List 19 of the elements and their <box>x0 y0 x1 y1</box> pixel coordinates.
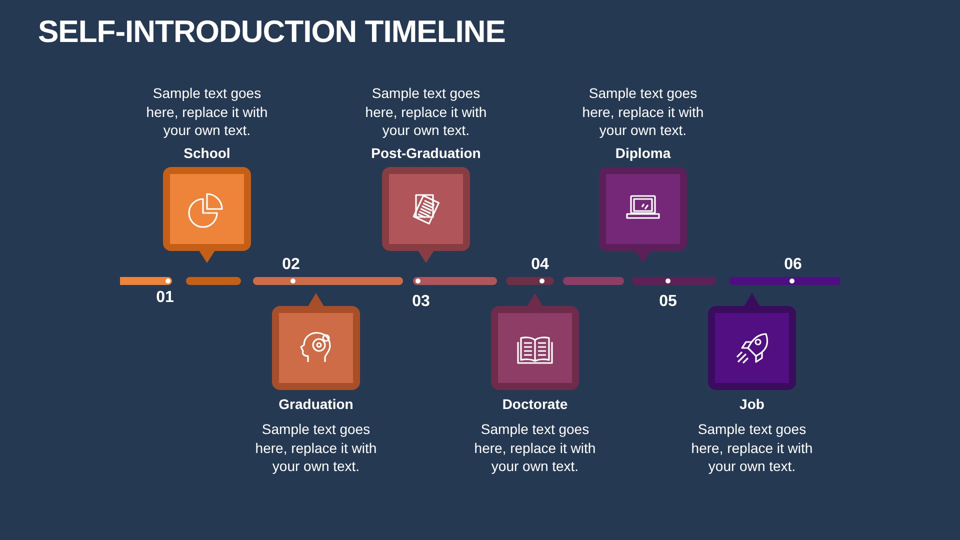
milestone-description: Sample text goes here, replace it with your own text. <box>145 84 269 140</box>
milestone-heading: Diploma <box>614 145 672 161</box>
step-number: 05 <box>659 293 677 311</box>
step-number: 06 <box>784 256 802 274</box>
step-number: 01 <box>156 289 174 307</box>
milestone-heading: Post-Graduation <box>370 145 482 161</box>
step-number: 03 <box>412 293 430 311</box>
step-number: 02 <box>282 256 300 274</box>
milestone-description: Sample text goes here, replace it with your own text. <box>581 84 705 140</box>
milestone-heading: Graduation <box>278 396 354 412</box>
step-number: 04 <box>531 256 549 274</box>
milestone-description: Sample text goes here, replace it with your own text. <box>690 420 814 476</box>
milestone-description: Sample text goes here, replace it with your own text. <box>473 420 597 476</box>
milestone-description: Sample text goes here, replace it with your own text. <box>364 84 488 140</box>
title: SELF-INTRODUCTION TIMELINE <box>38 14 506 50</box>
milestone-heading: School <box>182 145 232 161</box>
milestone-heading: Doctorate <box>501 396 569 412</box>
milestone-heading: Job <box>738 396 766 412</box>
milestone-description: Sample text goes here, replace it with your own text. <box>254 420 378 476</box>
